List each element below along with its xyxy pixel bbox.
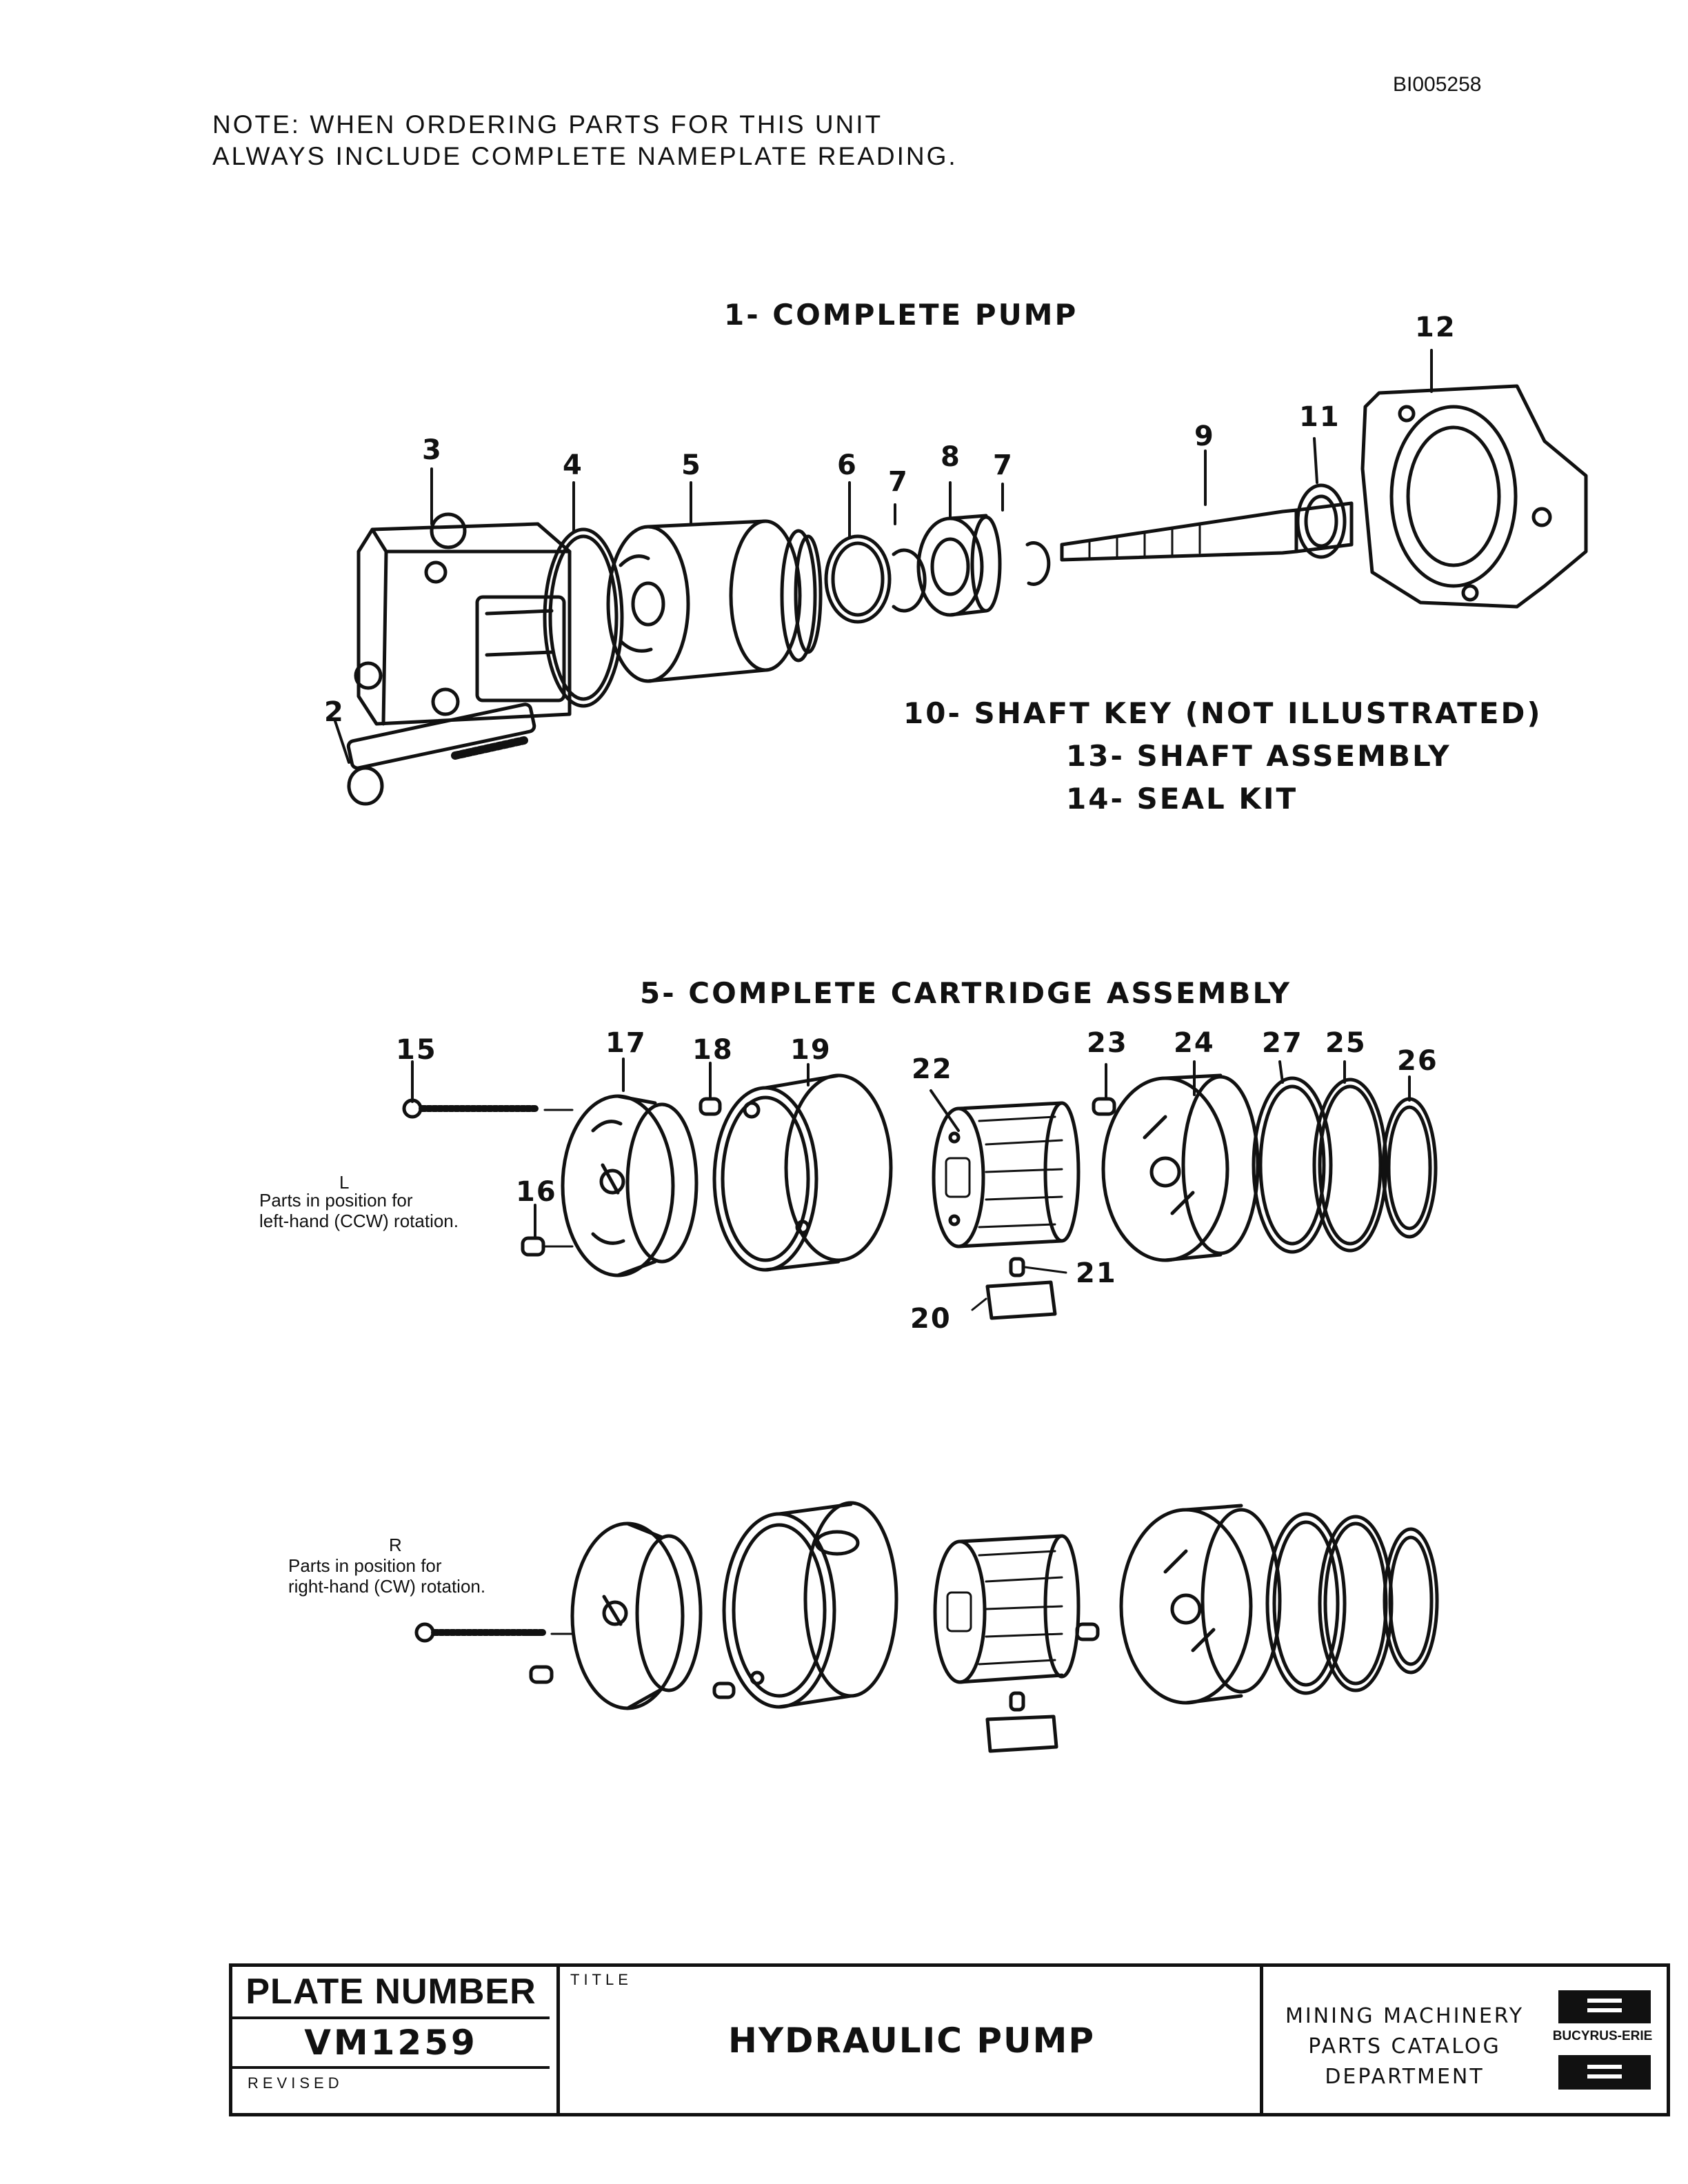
callout-2: 2 — [324, 696, 345, 728]
dept-line-3: DEPARTMENT — [1325, 2065, 1485, 2089]
right-note-line-2: right-hand (CW) rotation. — [288, 1576, 486, 1597]
dept-line-2: PARTS CATALOG — [1308, 2034, 1501, 2059]
logo-text: BUCYRUS-ERIE — [1552, 2029, 1653, 2043]
ring-part-26 — [1381, 1097, 1438, 1239]
callout-3: 3 — [422, 434, 443, 466]
pin-r-2 — [712, 1681, 736, 1699]
rotor-r — [933, 1534, 1081, 1684]
drawing-title: HYDRAULIC PUMP — [727, 2021, 1096, 2061]
pin-r-1 — [529, 1665, 554, 1684]
end-plate-part-24 — [1101, 1073, 1260, 1262]
complete-pump-title: 1- COMPLETE PUMP — [724, 298, 1078, 332]
extra-part-seal-kit: 14- SEAL KIT — [1066, 782, 1298, 816]
department-text: MINING MACHINERY PARTS CATALOG DEPARTMEN… — [1270, 2001, 1539, 2092]
extra-part-shaft-assembly: 13- SHAFT ASSEMBLY — [1066, 739, 1451, 773]
screw-r — [414, 1622, 574, 1643]
callout-15: 15 — [396, 1034, 437, 1066]
pin-part-23 — [1092, 1097, 1116, 1116]
callout-17: 17 — [605, 1027, 647, 1059]
cam-ring-r — [722, 1501, 898, 1709]
title-label: TITLE — [570, 1971, 632, 1988]
bucyrus-erie-logo: BUCYRUS-ERIE — [1545, 1986, 1660, 2096]
callout-6: 6 — [837, 449, 858, 481]
seal-part-27 — [1252, 1076, 1333, 1254]
extra-part-shaft-key: 10- SHAFT KEY (NOT ILLUSTRATED) — [903, 696, 1543, 730]
pin-part-18 — [699, 1097, 722, 1116]
pump-body-part-3 — [354, 512, 572, 726]
pin-r-3 — [1075, 1622, 1100, 1641]
cartridge-assembly-title: 5- COMPLETE CARTRIDGE ASSEMBLY — [640, 976, 1292, 1010]
callout-20: 20 — [910, 1303, 952, 1335]
left-note-line-1: Parts in position for — [259, 1190, 413, 1211]
callout-19: 19 — [790, 1034, 832, 1066]
plate-number-header: PLATE NUMBER — [232, 1967, 550, 2019]
o-ring-part-4 — [543, 527, 624, 708]
department-box: MINING MACHINERY PARTS CATALOG DEPARTMEN… — [1260, 1967, 1670, 2113]
screw-part-15 — [402, 1098, 574, 1119]
pin-part-21 — [1009, 1257, 1067, 1277]
callout-16: 16 — [516, 1176, 557, 1208]
callout-7b: 7 — [993, 449, 1014, 481]
pin-r-4 — [1009, 1691, 1025, 1712]
callout-11: 11 — [1299, 401, 1340, 433]
left-rotation-note: Parts in position for left-hand (CCW) ro… — [259, 1190, 459, 1231]
callout-23: 23 — [1087, 1027, 1128, 1059]
callout-7a: 7 — [888, 466, 909, 498]
rotor-part-22 — [932, 1101, 1081, 1248]
dept-line-1: MINING MACHINERY — [1285, 2004, 1525, 2028]
bearing-part-8 — [916, 514, 1002, 617]
section1-leader-lines — [334, 349, 1433, 764]
shaft-part-9 — [1060, 501, 1354, 562]
left-note-line-2: left-hand (CCW) rotation. — [259, 1211, 459, 1231]
plate-number-value: VM1259 — [232, 2019, 550, 2069]
snap-ring-part-7b — [1025, 541, 1051, 586]
cartridge-part-5 — [606, 519, 823, 683]
callout-27: 27 — [1262, 1027, 1303, 1059]
callout-25: 25 — [1325, 1027, 1367, 1059]
rings-r — [1265, 1512, 1439, 1695]
end-plate-r-left — [570, 1521, 703, 1710]
callout-21: 21 — [1076, 1257, 1117, 1289]
housing-part-12 — [1360, 384, 1588, 609]
left-rotation-letter: L — [339, 1172, 350, 1193]
callout-18: 18 — [692, 1034, 734, 1066]
callout-22: 22 — [912, 1053, 953, 1085]
ring-part-6 — [824, 534, 892, 624]
callout-26: 26 — [1397, 1045, 1438, 1077]
callout-9: 9 — [1194, 421, 1215, 452]
right-rotation-note: Parts in position for right-hand (CW) ro… — [288, 1555, 485, 1597]
callout-24: 24 — [1174, 1027, 1215, 1059]
seal-part-11 — [1296, 483, 1347, 559]
document-id: BI005258 — [1393, 73, 1482, 96]
ordering-note: NOTE: WHEN ORDERING PARTS FOR THIS UNIT … — [212, 109, 958, 172]
section2-leader-lines — [411, 1058, 1411, 1240]
callout-8: 8 — [941, 441, 961, 473]
callout-5: 5 — [681, 449, 702, 481]
plate-number-box: PLATE NUMBER VM1259 REVISED — [232, 1967, 560, 2113]
right-note-line-1: Parts in position for — [288, 1555, 442, 1576]
cam-ring-part-19 — [712, 1073, 893, 1272]
end-plate-part-17 — [561, 1094, 699, 1277]
bolt-part-2 — [346, 702, 536, 806]
vane-r — [985, 1715, 1058, 1753]
snap-ring-part-7a — [892, 548, 927, 613]
vane-part-20 — [971, 1280, 1057, 1320]
revised-label: REVISED — [248, 2074, 343, 2092]
note-line-2: ALWAYS INCLUDE COMPLETE NAMEPLATE READIN… — [212, 142, 958, 170]
note-line-1: NOTE: WHEN ORDERING PARTS FOR THIS UNIT — [212, 110, 883, 139]
logo-mark-icon — [1558, 1990, 1651, 2090]
callout-12: 12 — [1415, 312, 1456, 343]
ring-part-25 — [1312, 1078, 1388, 1253]
callout-4: 4 — [563, 449, 583, 481]
pin-part-16 — [521, 1236, 574, 1257]
title-block: PLATE NUMBER VM1259 REVISED TITLE HYDRAU… — [229, 1963, 1670, 2116]
end-plate-r-right — [1119, 1504, 1282, 1705]
right-rotation-letter: R — [389, 1535, 402, 1555]
